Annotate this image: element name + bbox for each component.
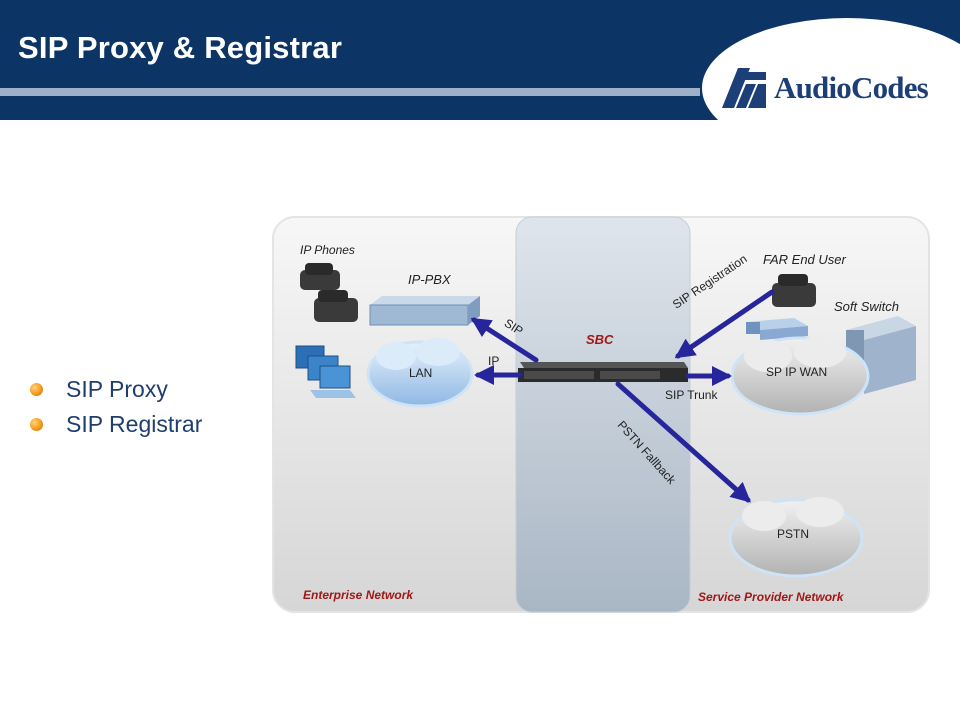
bullet-label: SIP Proxy: [66, 376, 168, 402]
audiocodes-logo: AudioCodes: [722, 66, 947, 112]
sip-arrow: [470, 317, 539, 363]
page-title: SIP Proxy & Registrar: [18, 30, 343, 65]
enterprise-network-label: Enterprise Network: [303, 588, 414, 602]
bullet-list: SIP Proxy SIP Registrar: [30, 372, 202, 442]
arrows: [470, 289, 775, 503]
far-end-phone-icon: [772, 274, 816, 307]
pstn-cloud: [728, 497, 864, 578]
sp-ip-wan-cloud: [730, 336, 870, 416]
list-item: SIP Registrar: [30, 407, 202, 442]
list-item: SIP Proxy: [30, 372, 202, 407]
audiocodes-logo-icon: [722, 68, 766, 108]
bullet-label: SIP Registrar: [66, 411, 203, 437]
wan-router-icon: [746, 318, 808, 340]
ip-phones-label: IP Phones: [300, 243, 355, 257]
logo-text: AudioCodes: [774, 70, 929, 105]
sbc-device-icon: [518, 362, 688, 382]
computers-icon: [295, 345, 356, 398]
bullet-icon: [30, 383, 43, 396]
sbc-column: [515, 216, 691, 613]
service-provider-network-label: Service Provider Network: [698, 590, 844, 604]
ip-arrow-label: IP: [488, 354, 500, 368]
ip-phones-icon: [300, 263, 358, 322]
sip-registration-arrow: [674, 289, 775, 359]
sbc-label: SBC: [586, 332, 614, 347]
bullet-icon: [30, 418, 43, 431]
sip-trunk-label: SIP Trunk: [665, 388, 718, 402]
soft-switch-label: Soft Switch: [834, 299, 900, 314]
far-end-user-label: FAR End User: [763, 252, 846, 267]
lan-label: LAN: [409, 366, 433, 380]
ip-pbx-label: IP-PBX: [408, 272, 451, 287]
pstn-label: PSTN: [777, 527, 810, 541]
ip-pbx-icon: [369, 296, 480, 326]
sp-ip-wan-label: SP IP WAN: [766, 365, 828, 379]
lan-cloud: [366, 338, 474, 408]
pstn-fallback-arrow: [615, 381, 751, 503]
header-underline: [0, 88, 700, 96]
